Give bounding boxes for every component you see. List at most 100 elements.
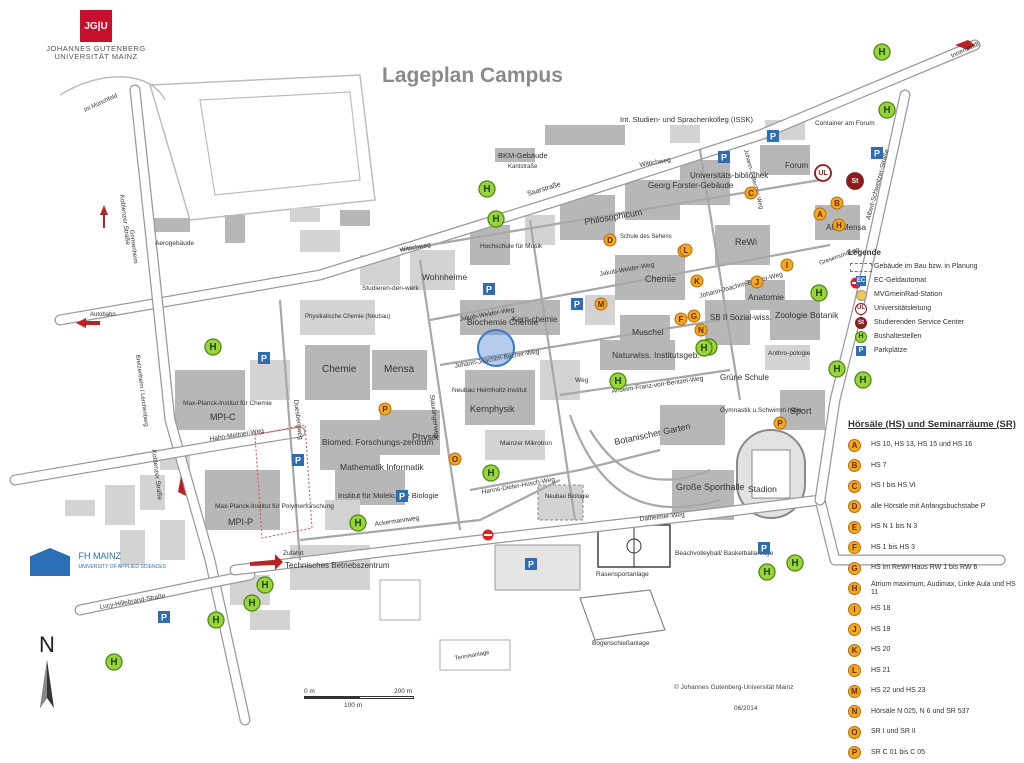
parking-marker[interactable]: P [871, 147, 883, 159]
label-bogenschiess: Bogenschießanlage [592, 640, 650, 647]
svg-text:H: H [883, 105, 890, 116]
label-forum: Forum [785, 161, 808, 170]
bus-stop-marker[interactable]: H [479, 181, 495, 197]
svg-text:H: H [261, 580, 268, 591]
lecture-hall-marker[interactable]: I [781, 259, 793, 271]
building-block [105, 485, 135, 525]
label-container: Container am Forum [815, 120, 875, 127]
compass-needle-icon [30, 658, 64, 710]
ul-marker[interactable]: UL [815, 165, 831, 181]
parking-marker[interactable]: P [292, 454, 304, 466]
lecture-hall-badge: M [848, 685, 861, 698]
label-gruene-schule: Grüne Schule [720, 373, 769, 382]
svg-text:H: H [836, 221, 842, 230]
parking-marker[interactable]: P [758, 542, 770, 554]
svg-text:H: H [354, 518, 361, 529]
parking-marker[interactable]: P [396, 490, 408, 502]
svg-text:H: H [833, 364, 840, 375]
label-issk: Int. Studien- und Sprachenkolleg (ISSK) [620, 115, 753, 124]
lecture-hall-marker[interactable]: C [745, 187, 757, 199]
lecture-hall-label: Hörsäle N 025, N 6 und SR 537 [871, 708, 969, 716]
bus-stop-marker[interactable]: H [106, 654, 122, 670]
bus-stop-marker[interactable]: H [610, 373, 626, 389]
st-marker[interactable]: St [847, 173, 863, 189]
svg-text:G: G [691, 312, 697, 321]
label-autobahn: Autobahn [90, 312, 116, 318]
lecture-hall-marker[interactable]: G [688, 310, 700, 322]
label-neubau-biologie: Neubau Biologie [545, 494, 590, 500]
lecture-hall-badge: D [848, 500, 861, 513]
lecture-hall-label: HS 22 und HS 23 [871, 687, 925, 695]
svg-text:P: P [721, 153, 727, 163]
parking-marker[interactable]: P [767, 130, 779, 142]
bus-stop-marker[interactable]: H [787, 555, 803, 571]
legend-title: Legende [848, 248, 1020, 257]
svg-text:H: H [209, 342, 216, 353]
svg-text:L: L [684, 246, 689, 255]
svg-text:H: H [487, 468, 494, 479]
label-mpic: Max-Planck-Institut für Chemie [183, 400, 272, 407]
lecture-hall-marker[interactable]: N [695, 324, 707, 336]
building-kernphysik [465, 370, 535, 425]
lecture-hall-badge: O [848, 726, 861, 739]
bus-stop-marker[interactable]: H [208, 612, 224, 628]
svg-text:P: P [161, 613, 167, 623]
parking-marker[interactable]: P [571, 298, 583, 310]
lecture-hall-marker[interactable]: H [833, 219, 845, 231]
svg-text:P: P [261, 354, 267, 364]
bus-stop-marker[interactable]: H [483, 465, 499, 481]
parking-marker[interactable]: P [258, 352, 270, 364]
bus-stop-marker[interactable]: H [874, 44, 890, 60]
legend-item: Gebäude im Bau bzw. in Planung [848, 260, 1020, 274]
lecture-hall-marker[interactable]: L [680, 244, 692, 256]
bus-stop-marker[interactable]: H [855, 372, 871, 388]
lecture-hall-label: HS 1 bis HS 3 [871, 544, 915, 552]
bus-stop-marker[interactable]: H [488, 211, 504, 227]
lecture-hall-marker[interactable]: F [675, 313, 687, 325]
bus-stop-marker[interactable]: H [829, 361, 845, 377]
bus-stop-marker[interactable]: H [350, 515, 366, 531]
legend-item-label: Parkplätze [874, 347, 907, 355]
legend-item-label: MVGmeinRad-Station [874, 291, 942, 299]
svg-text:H: H [859, 375, 866, 386]
lecture-hall-marker[interactable]: B [831, 197, 843, 209]
bus-stop-marker[interactable]: H [879, 102, 895, 118]
lecture-hall-marker[interactable]: M [595, 298, 607, 310]
parking-marker[interactable]: P [158, 611, 170, 623]
parking-marker[interactable]: P [525, 558, 537, 570]
building-anthropologie [765, 345, 810, 370]
ec-icon: EC [848, 275, 874, 287]
parking-marker[interactable]: P [483, 283, 495, 295]
lecture-hall-marker[interactable]: P [379, 403, 391, 415]
label-bkm: BKM-Gebäude [498, 151, 548, 160]
lecture-hall-marker[interactable]: P [774, 417, 786, 429]
copyright-text: © Johannes Gutenberg-Universität Mainz [674, 684, 793, 691]
bus-stop-marker[interactable]: H [257, 577, 273, 593]
lecture-hall-marker[interactable]: D [604, 234, 616, 246]
label-kernphysik: Kernphysik [470, 404, 515, 414]
lecture-hall-label: HS im ReWi-Haus RW 1 bis RW 6 [871, 564, 977, 572]
svg-text:M: M [598, 300, 605, 309]
fh-name-sub: UNIVERSITY OF APPLIED SCIENCES [78, 564, 165, 570]
scale-bar: 0 m 200 m 100 m [304, 688, 418, 716]
label-stadion: Stadion [748, 484, 777, 494]
bus-stop-marker[interactable]: H [696, 340, 712, 356]
lecture-hall-marker[interactable]: J [751, 276, 763, 288]
lecture-hall-badge: N [848, 705, 861, 718]
bus-stop-marker[interactable]: H [205, 339, 221, 355]
lecture-hall-marker[interactable]: O [449, 453, 461, 465]
bus-stop-marker[interactable]: H [244, 595, 260, 611]
label-sb2: SB II Sozial-wiss. [710, 313, 772, 322]
bus-stop-marker[interactable]: H [811, 285, 827, 301]
parking-marker[interactable]: P [718, 151, 730, 163]
label-studierendenwerk: Studieren-den-werk [362, 285, 419, 292]
lecture-hall-marker[interactable]: A [814, 208, 826, 220]
legend-item: H Bushaltestellen [848, 330, 1020, 344]
bus-stop-marker[interactable]: H [759, 564, 775, 580]
lecture-hall-marker[interactable]: K [691, 275, 703, 287]
legend-item: P Parkplätze [848, 344, 1020, 358]
